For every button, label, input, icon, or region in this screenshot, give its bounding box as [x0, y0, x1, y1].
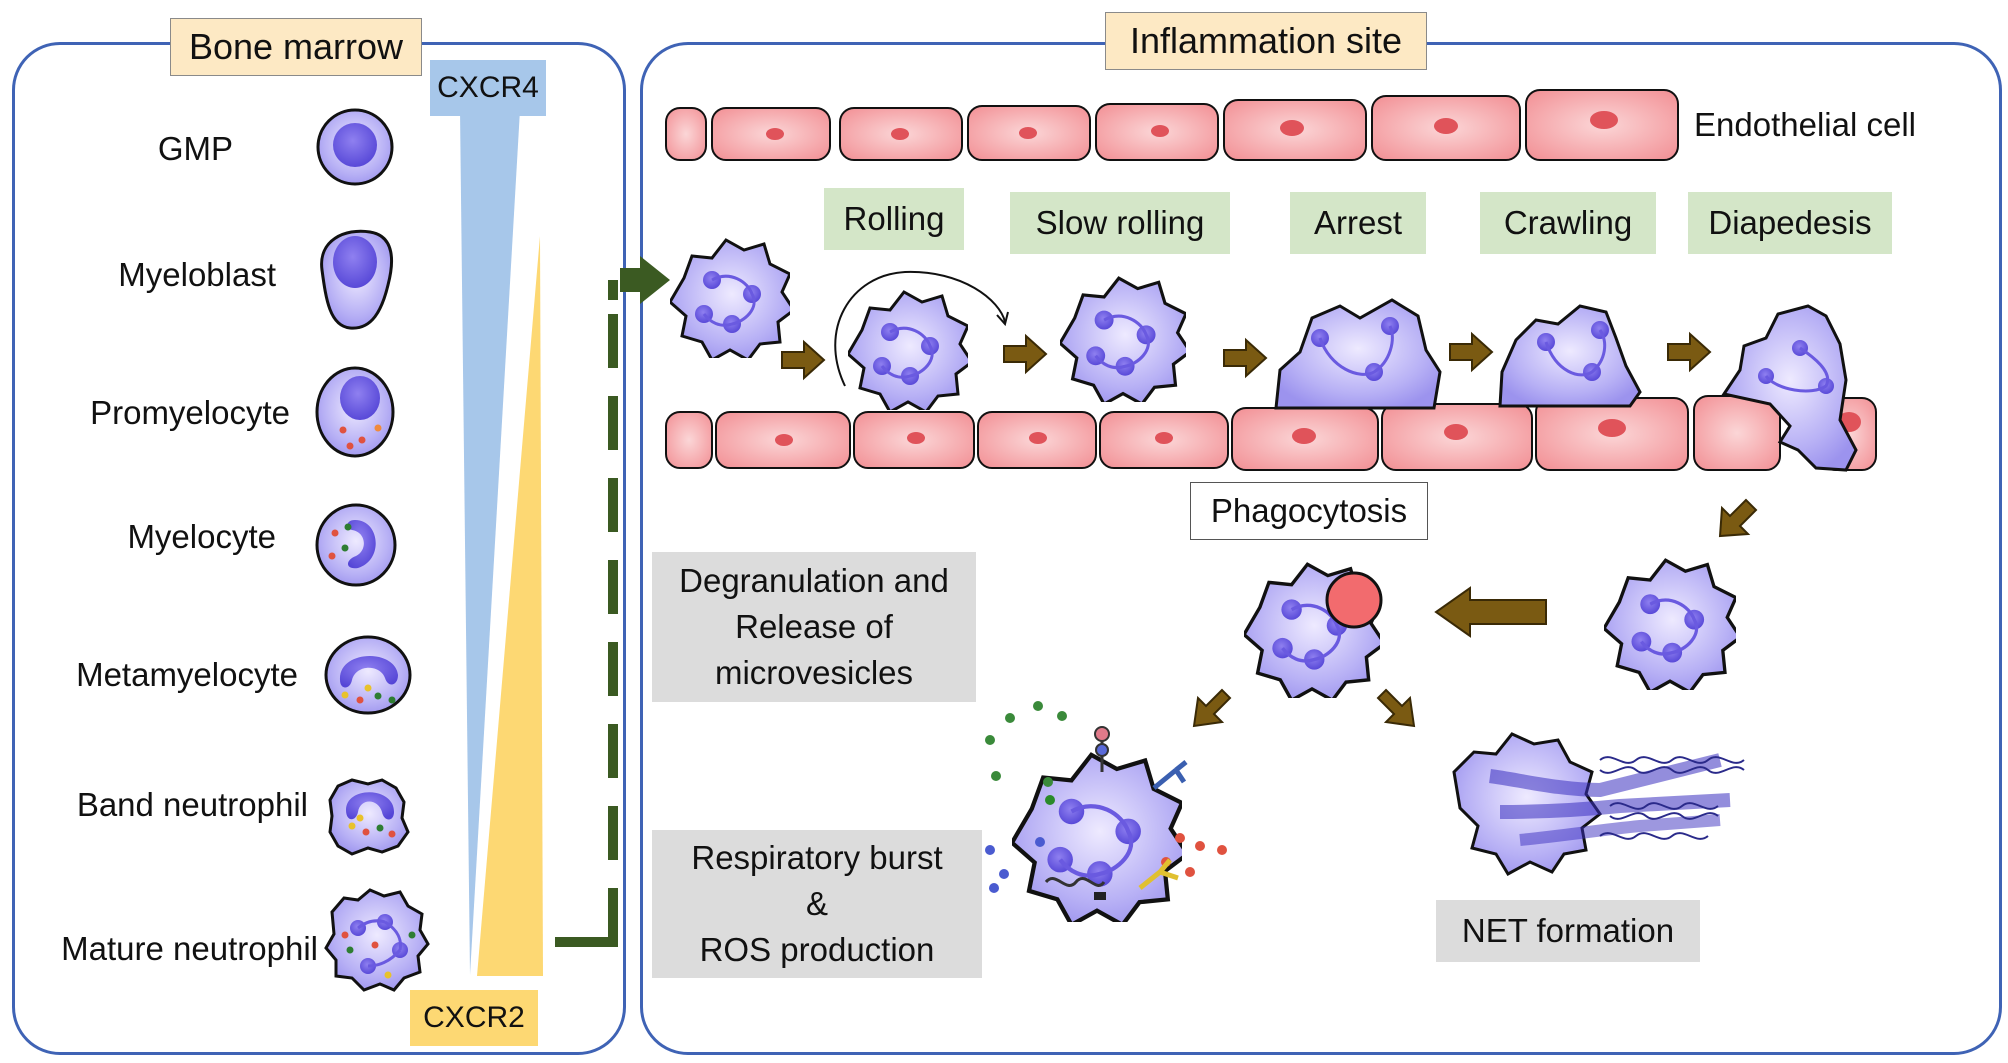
neutrophil-entering [670, 238, 790, 358]
degranulation-line-2: Release of [735, 608, 893, 645]
neutrophil-phagocytosis [1244, 562, 1383, 698]
stage-label-metamyelocyte: Metamyelocyte [76, 656, 298, 693]
arrow-to-phagocytosis [1434, 586, 1547, 638]
degranulation-line-1: Degranulation and [679, 562, 949, 599]
degranulation-box: Degranulation and Release of microvesicl… [652, 552, 976, 702]
promyelocyte-cell-icon [315, 366, 395, 458]
stage-label-myeloblast: Myeloblast [118, 256, 276, 293]
inflammation-site-title: Inflammation site [1105, 12, 1427, 70]
arrow-to-degranulation [1192, 688, 1232, 728]
neutrophil-slow-rolling [1060, 276, 1186, 402]
band-neutrophil-cell-icon [328, 778, 410, 856]
respiratory-burst-box: Respiratory burst & ROS production [652, 830, 982, 978]
endothelium-bottom [665, 395, 1877, 471]
neutrophil-arrest [1274, 298, 1442, 410]
cxcr4-label: CXCR4 [430, 60, 546, 116]
degranulation-line-3: microvesicles [714, 654, 914, 691]
metamyelocyte-cell-icon [324, 635, 412, 715]
step-rolling: Rolling [824, 188, 964, 250]
stage-label-myelocyte: Myelocyte [127, 518, 276, 555]
rolling-curve-arrow [834, 270, 1006, 387]
neutrophil-rolling [848, 290, 968, 410]
step-crawling: Crawling [1480, 192, 1656, 254]
neutrophil-diapedesis [1721, 304, 1858, 472]
arrow-to-diapedesis [1667, 331, 1712, 373]
process-arrows [781, 331, 1758, 728]
respiratory-line-1: Respiratory burst [691, 839, 943, 876]
myelocyte-cell-icon [315, 503, 397, 587]
endothelium-top [665, 89, 1679, 161]
endothelial-cell-label: Endothelial cell [1694, 106, 1916, 143]
arrow-to-rolling [781, 339, 826, 381]
arrow-down-from-diapedesis [1718, 498, 1758, 538]
bone-marrow-title: Bone marrow [170, 18, 422, 76]
arrow-to-arrest [1223, 337, 1268, 379]
migration-dashed-arrow [555, 256, 670, 947]
stage-label-promyelocyte: Promyelocyte [90, 394, 290, 431]
net-formation-box: NET formation [1436, 900, 1700, 962]
cxcr2-label: CXCR2 [410, 990, 538, 1046]
arrow-to-net [1376, 688, 1416, 728]
stage-label-mature-neutrophil: Mature neutrophil [61, 930, 318, 967]
step-arrest: Arrest [1290, 192, 1426, 254]
cxcr2-gradient [477, 236, 543, 976]
gmp-cell-icon [316, 108, 394, 186]
mature-neutrophil-cell-icon [324, 888, 430, 992]
arrow-to-slow-rolling [1003, 333, 1048, 375]
cxcr4-gradient [460, 110, 520, 975]
neutrophil-degranulating [985, 701, 1227, 925]
net-formation-drawing [1452, 732, 1745, 877]
step-slow-rolling: Slow rolling [1010, 192, 1230, 254]
arrow-to-crawling [1449, 331, 1494, 373]
stage-label-gmp: GMP [157, 130, 233, 167]
neutrophil-transmigrated [1604, 558, 1736, 690]
myeloblast-cell-icon [320, 229, 394, 330]
neutrophil-crawling [1498, 304, 1642, 408]
step-diapedesis: Diapedesis [1688, 192, 1892, 254]
respiratory-line-3: ROS production [699, 931, 935, 968]
stage-label-band-neutrophil: Band neutrophil [76, 786, 308, 823]
phagocytosis-label: Phagocytosis [1190, 482, 1428, 540]
respiratory-line-2: & [805, 885, 828, 922]
